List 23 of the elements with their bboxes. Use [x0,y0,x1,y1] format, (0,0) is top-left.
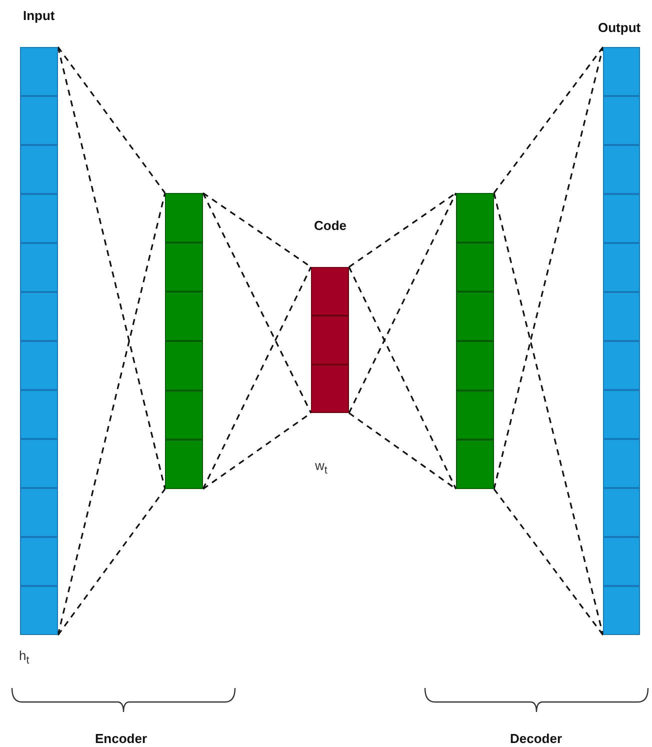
connection-line [348,192,456,268]
connection-line [493,488,604,636]
connection-line [202,412,312,490]
connection-line [493,46,604,490]
section-label: Encoder [95,731,148,746]
section-label: Decoder [510,731,562,746]
connection-line [57,488,166,636]
layer-title: Input [23,8,55,23]
connection-line [57,192,166,636]
connection-line [202,266,312,490]
connection-line [348,266,457,490]
layer-title: Code [314,218,346,233]
layer-title: Output [598,20,641,35]
connection-line [57,46,166,490]
connection-line [493,192,604,636]
hidden-layer-bar [165,193,203,489]
connection-line [348,192,457,414]
vector-label: h$_{t}$ [19,648,30,667]
connection-line [202,192,312,414]
vector-label: w$_{t}$ [315,458,328,477]
connection-line [57,46,166,194]
connection-line [493,46,604,194]
hidden-layer-bar [456,193,494,489]
